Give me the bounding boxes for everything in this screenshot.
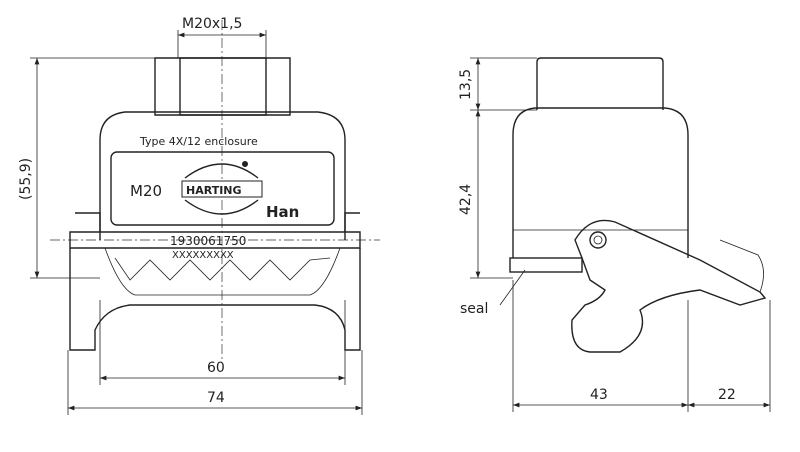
base-frame — [69, 248, 361, 351]
svg-text:HARTING: HARTING — [186, 184, 242, 197]
outer-width-dimension: 74 — [207, 390, 225, 406]
part-number: 1930061750 — [170, 234, 246, 248]
size-label: M20 — [130, 182, 162, 200]
front-view: Type 4X/12 enclosure M20 HARTING Han 193… — [18, 16, 380, 415]
height-dimension: (55,9) — [18, 158, 34, 200]
harting-logo: HARTING — [181, 161, 263, 215]
seal-strip — [509, 257, 583, 273]
series-label: Han — [266, 203, 299, 221]
side-gland — [536, 57, 664, 110]
latch — [571, 219, 767, 353]
inner-width-dimension: 60 — [207, 360, 225, 376]
latch-pivot — [589, 231, 607, 249]
label-plate — [110, 151, 335, 226]
body-depth-dimension: 43 — [590, 387, 608, 403]
side-view: 13,5 42,4 seal 43 22 — [458, 57, 771, 412]
body-height-dimension: 42,4 — [458, 184, 474, 215]
latch-depth-dimension: 22 — [718, 387, 736, 403]
side-body — [512, 107, 689, 258]
housing-body — [99, 111, 346, 240]
enclosure-text: Type 4X/12 enclosure — [139, 135, 258, 148]
code-mark: XXXXXXXXX — [172, 250, 234, 261]
gland-height-dimension: 13,5 — [458, 69, 474, 100]
cable-gland — [154, 57, 291, 116]
thread-dimension: M20x1,5 — [182, 16, 242, 32]
seal-zone — [104, 247, 341, 296]
seal-label: seal — [460, 301, 488, 317]
